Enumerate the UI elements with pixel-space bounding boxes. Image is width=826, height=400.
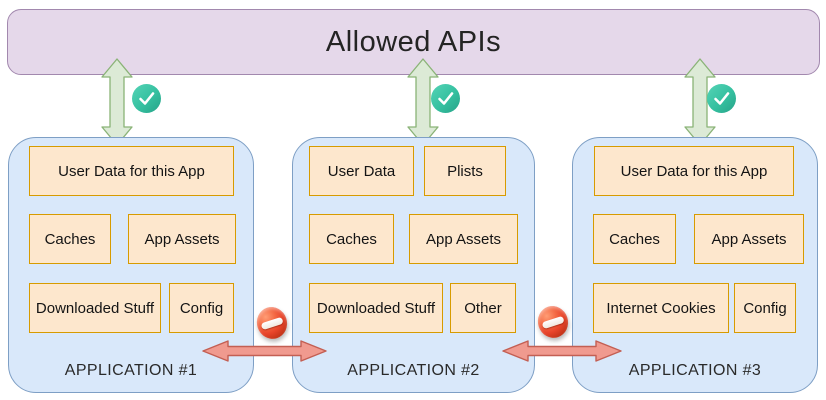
storage-box: App Assets [128, 214, 236, 264]
blocked-arrow-app1-app2 [202, 340, 327, 362]
storage-box-label: User Data for this App [58, 162, 205, 180]
storage-box: Other [450, 283, 516, 333]
storage-box-label: Caches [44, 230, 96, 248]
storage-box: Config [169, 283, 234, 333]
allowed-apis-bar: Allowed APIs [7, 9, 820, 75]
storage-box: Downloaded Stuff [29, 283, 161, 333]
application-2-caption: APPLICATION #2 [347, 362, 480, 379]
storage-box: User Data for this App [29, 146, 234, 196]
storage-box: User Data for this App [594, 146, 794, 196]
storage-box-label: Internet Cookies [606, 299, 716, 317]
storage-box-label: Downloaded Stuff [35, 299, 155, 317]
storage-box: Caches [593, 214, 676, 264]
allowed-arrow-app1 [101, 58, 133, 146]
application-3-caption: APPLICATION #3 [628, 362, 762, 379]
storage-box-label: App Assets [711, 230, 787, 248]
storage-box-label: Downloaded Stuff [316, 299, 436, 317]
no-entry-bar [260, 316, 284, 330]
storage-box-label: Other [464, 299, 502, 317]
storage-box: Internet Cookies [593, 283, 729, 333]
storage-box: Downloaded Stuff [309, 283, 443, 333]
storage-box: Caches [309, 214, 394, 264]
storage-box: App Assets [409, 214, 518, 264]
storage-box: Config [734, 283, 796, 333]
no-entry-icon [533, 302, 573, 342]
storage-box-label: App Assets [425, 230, 502, 248]
application-1-caption: APPLICATION #1 [64, 362, 198, 379]
storage-box-label: Plists [447, 162, 483, 180]
no-entry-icon [252, 303, 292, 343]
storage-box: Plists [424, 146, 506, 196]
allowed-apis-title: Allowed APIs [325, 25, 502, 58]
storage-box-label: User Data for this App [620, 162, 768, 180]
storage-box-label: Caches [326, 230, 377, 248]
blocked-arrow-app2-app3 [502, 340, 622, 362]
check-icon [707, 84, 736, 113]
storage-box-label: App Assets [144, 230, 220, 248]
storage-box: User Data [309, 146, 414, 196]
check-icon [431, 84, 460, 113]
storage-box-label: Config [179, 299, 224, 317]
storage-box: Caches [29, 214, 111, 264]
storage-box: App Assets [694, 214, 804, 264]
check-icon [132, 84, 161, 113]
application-2-container: User Data Plists Caches App Assets Downl… [292, 137, 535, 393]
no-entry-bar [541, 315, 565, 329]
storage-box-label: Config [743, 299, 787, 317]
storage-box-label: Caches [609, 230, 660, 248]
storage-box-label: User Data [327, 162, 396, 180]
